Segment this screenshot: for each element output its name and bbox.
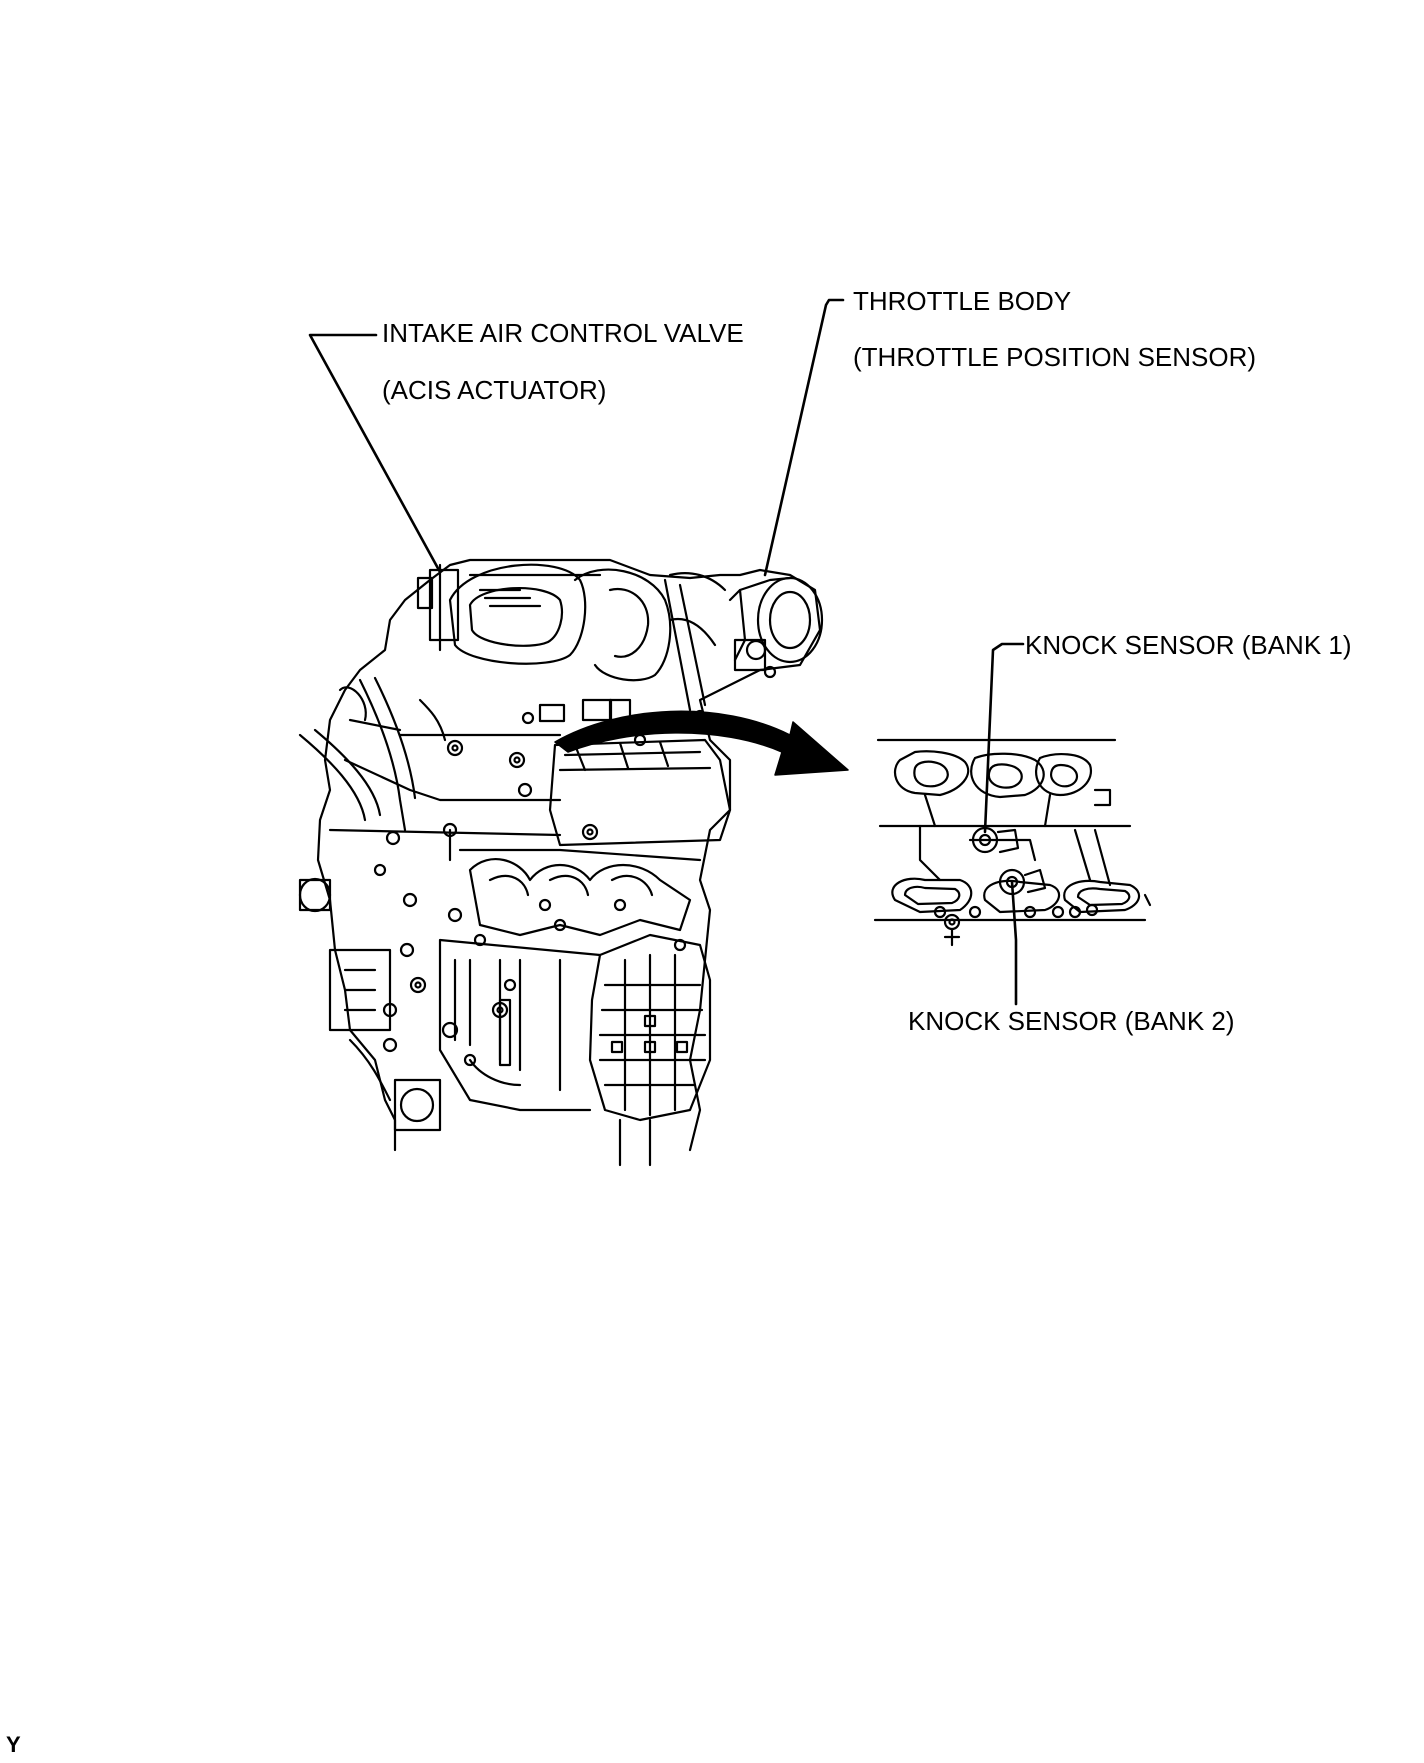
detail-callout-arrow [554,710,849,776]
leader-knock-sensor-bank2 [1010,880,1018,1006]
knock-sensor-bank2-label: KNOCK SENSOR (BANK 2) [908,1006,1235,1036]
acis-actuator-label: (ACIS ACTUATOR) [382,375,607,405]
intake-air-control-valve-label: INTAKE AIR CONTROL VALVE [382,318,744,348]
engine-assembly-illustration [298,558,824,1167]
knock-sensor-detail-view [873,738,1152,947]
figure-code: Y [6,1732,21,1757]
knock-sensor-bank1-label: KNOCK SENSOR (BANK 1) [1025,630,1352,660]
throttle-position-sensor-label: (THROTTLE POSITION SENSOR) [853,342,1257,372]
leader-throttle-body [763,298,845,577]
leader-intake-air-control-valve [308,333,442,574]
throttle-body-label: THROTTLE BODY [853,286,1072,316]
leader-knock-sensor-bank1 [983,642,1025,834]
